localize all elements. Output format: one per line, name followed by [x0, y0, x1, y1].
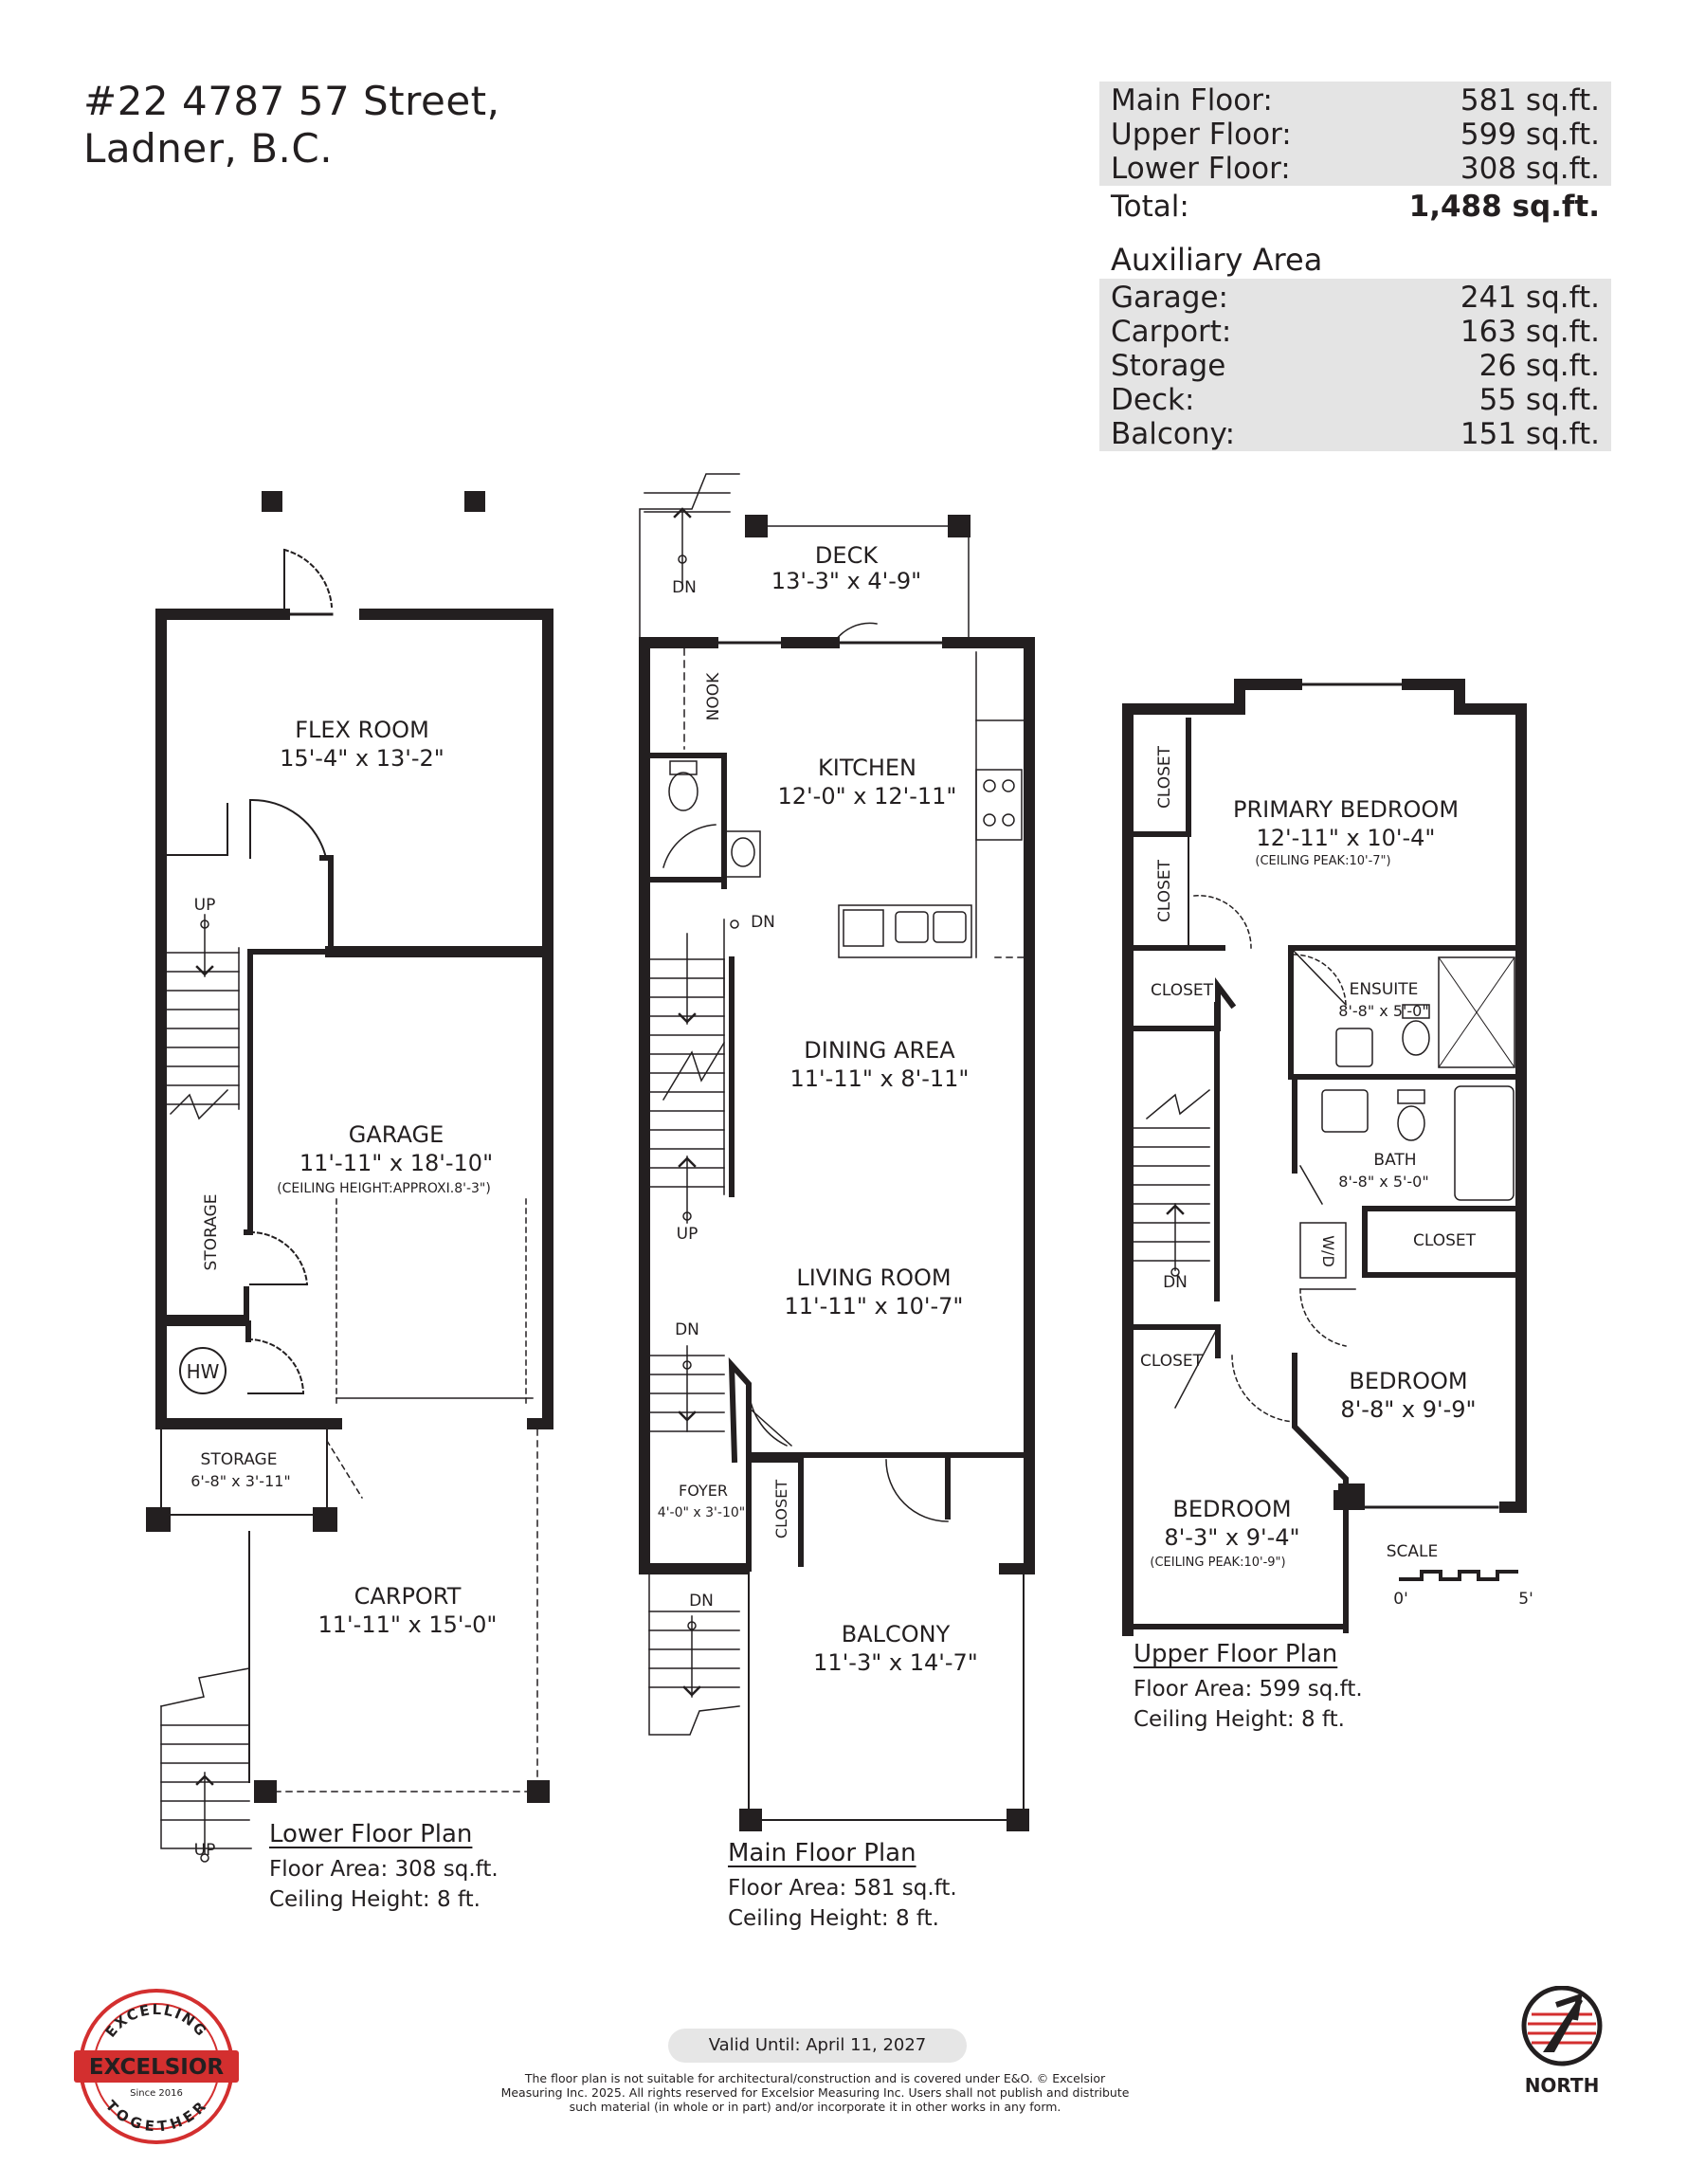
bedroom-2-name: BEDROOM [1349, 1368, 1467, 1394]
lower-storage-dim: 6'-8" x 3'-11" [190, 1472, 291, 1490]
primary-bedroom-note: (CEILING PEAK:10'-7") [1255, 854, 1390, 868]
garage-dim: 11'-11" x 18'-10" [299, 1150, 493, 1176]
balcony-dim: 11'-3" x 14'-7" [813, 1649, 978, 1676]
north-arrow-icon [1543, 1997, 1583, 2052]
logo-brand-text: EXCELSIOR [89, 2055, 225, 2080]
upper-floor-plan [1122, 679, 1527, 1636]
main-floor-plan [639, 473, 1035, 1831]
scale-min: 0' [1393, 1590, 1408, 1609]
bath-dim: 8'-8" x 5'-0" [1338, 1173, 1428, 1191]
flex-room-dim: 15'-4" x 13'-2" [280, 745, 444, 772]
logo-top-text: EXCELLING [101, 2001, 209, 2041]
logo-banner [74, 2050, 239, 2083]
north-label: NORTH [1525, 2074, 1600, 2097]
lower-up-label-2: UP [194, 1841, 216, 1860]
address-line-1: #22 4787 57 Street, [83, 78, 500, 124]
hw-label: HW [187, 1360, 220, 1383]
deck-dim: 13'-3" x 4'-9" [771, 568, 921, 594]
aux-row-deck: Deck:55 sq.ft. [1111, 383, 1600, 417]
kitchen-name: KITCHEN [818, 755, 916, 781]
wd-label: W/D [1319, 1235, 1337, 1267]
auxiliary-title: Auxiliary Area [1111, 242, 1323, 278]
dining-name: DINING AREA [804, 1037, 955, 1064]
primary-bedroom-dim: 12'-11" x 10'-4" [1257, 825, 1436, 851]
logo-since-text: Since 2016 [130, 2088, 183, 2099]
scale-max: 5' [1518, 1590, 1533, 1609]
upper-plan-ceiling: Ceiling Height: 8 ft. [1134, 1707, 1345, 1732]
area-row-lower: Lower Floor:308 sq.ft. [1111, 152, 1600, 186]
aux-row-carport: Carport:163 sq.ft. [1111, 315, 1600, 349]
storage-vertical-label: STORAGE [202, 1194, 221, 1271]
nook-label: NOOK [704, 672, 723, 720]
upper-plan-area: Floor Area: 599 sq.ft. [1134, 1677, 1363, 1702]
lower-plan-title: Lower Floor Plan [269, 1820, 473, 1848]
valid-until-badge: Valid Until: April 11, 2027 [668, 2029, 967, 2063]
upper-plan-title: Upper Floor Plan [1134, 1640, 1338, 1668]
bedroom-3-name: BEDROOM [1172, 1496, 1291, 1522]
foyer-dim: 4'-0" x 3'-10" [658, 1505, 745, 1520]
main-up-label: UP [677, 1225, 698, 1244]
disclaimer-text: The floor plan is not suitable for archi… [500, 2071, 1130, 2114]
deck-name: DECK [815, 542, 879, 569]
area-summary-table: Main Floor:581 sq.ft. Upper Floor:599 sq… [1099, 82, 1611, 451]
carport-name: CARPORT [354, 1583, 462, 1610]
excelsior-logo: EXCELLING TOGETHER EXCELSIOR Since 2016 [74, 1989, 239, 2144]
aux-row-garage: Garage:241 sq.ft. [1111, 281, 1600, 315]
bedroom-3-note: (CEILING PEAK:10'-9") [1150, 1556, 1285, 1570]
north-arrow: NORTH [1521, 1986, 1603, 2097]
aux-row-balcony: Balcony:151 sq.ft. [1111, 417, 1600, 451]
living-name: LIVING ROOM [796, 1265, 951, 1291]
main-dn-label-4: DN [689, 1592, 714, 1611]
upper-plan-caption: Upper Floor Plan Floor Area: 599 sq.ft. … [1134, 1640, 1363, 1735]
flex-room-name: FLEX ROOM [295, 717, 429, 743]
area-row-upper: Upper Floor:599 sq.ft. [1111, 118, 1600, 152]
garage-name: GARAGE [349, 1121, 444, 1148]
upper-dn-label: DN [1163, 1273, 1188, 1292]
area-row-main: Main Floor:581 sq.ft. [1111, 83, 1600, 118]
upper-closet-label-1: CLOSET [1155, 745, 1174, 809]
bedroom-3-dim: 8'-3" x 9'-4" [1164, 1524, 1299, 1551]
primary-bedroom-name: PRIMARY BEDROOM [1233, 796, 1459, 823]
main-dn-label-2: DN [751, 913, 775, 932]
main-closet-label: CLOSET [772, 1480, 790, 1538]
garage-note: (CEILING HEIGHT:APPROXI.8'-3") [277, 1181, 491, 1196]
svg-text:EXCELLING: EXCELLING [101, 2001, 210, 2041]
bedroom-2-dim: 8'-8" x 9'-9" [1340, 1396, 1476, 1423]
upper-closet-label-3: CLOSET [1151, 981, 1214, 1000]
main-plan-area: Floor Area: 581 sq.ft. [728, 1876, 957, 1901]
upper-closet-label-5: CLOSET [1140, 1352, 1204, 1371]
scale-label: SCALE [1387, 1542, 1439, 1561]
area-row-total: Total:1,488 sq.ft. [1111, 190, 1600, 224]
main-plan-ceiling: Ceiling Height: 8 ft. [728, 1906, 939, 1931]
address-line-2: Ladner, B.C. [83, 125, 334, 172]
lower-plan-area: Floor Area: 308 sq.ft. [269, 1857, 499, 1882]
main-dn-label-1: DN [672, 578, 697, 597]
balcony-name: BALCONY [842, 1621, 951, 1647]
upper-closet-label-4: CLOSET [1413, 1231, 1477, 1250]
ensuite-dim: 8'-8" x 5'-0" [1338, 1002, 1428, 1020]
ensuite-name: ENSUITE [1350, 980, 1419, 999]
lower-floor-plan [146, 491, 553, 1863]
lower-plan-caption: Lower Floor Plan Floor Area: 308 sq.ft. … [269, 1820, 499, 1915]
carport-dim: 11'-11" x 15'-0" [318, 1611, 498, 1638]
kitchen-dim: 12'-0" x 12'-11" [778, 783, 957, 810]
main-dn-label-3: DN [675, 1320, 699, 1339]
dining-dim: 11'-11" x 8'-11" [790, 1065, 970, 1092]
lower-up-label-1: UP [194, 896, 216, 915]
living-dim: 11'-11" x 10'-7" [785, 1293, 964, 1320]
lower-storage-name: STORAGE [201, 1450, 278, 1469]
upper-closet-label-2: CLOSET [1155, 859, 1174, 922]
main-plan-caption: Main Floor Plan Floor Area: 581 sq.ft. C… [728, 1839, 957, 1934]
bath-name: BATH [1373, 1151, 1416, 1170]
foyer-name: FOYER [679, 1482, 728, 1500]
main-plan-title: Main Floor Plan [728, 1839, 916, 1867]
lower-plan-ceiling: Ceiling Height: 8 ft. [269, 1887, 481, 1912]
